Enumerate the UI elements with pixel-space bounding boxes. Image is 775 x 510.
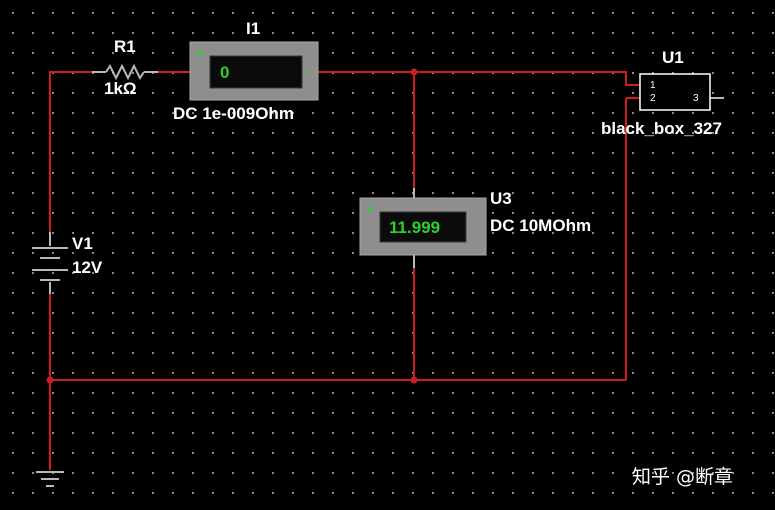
watermark-text: 知乎 @断章 (632, 466, 734, 488)
black-box-body (639, 73, 711, 111)
black-box-name: U1 (662, 48, 684, 67)
resistor-symbol (105, 63, 145, 81)
voltmeter-spec: DC 10MOhm (490, 216, 591, 235)
voltmeter-terminal-minus: - (366, 235, 370, 250)
ammeter-name: I1 (246, 19, 260, 38)
black-box-part: black_box_327 (601, 119, 722, 138)
ammeter-terminal-minus: - (305, 64, 309, 79)
battery-v1[interactable]: V1 12V (32, 232, 103, 294)
black-box-pin-2: 2 (650, 93, 656, 104)
ammeter-display (209, 55, 303, 89)
battery-value: 12V (72, 258, 103, 277)
voltmeter-u3[interactable]: 11.999 + - U3 DC 10MOhm (359, 188, 591, 268)
junctions (46, 68, 418, 384)
black-box-pin-3: 3 (693, 93, 699, 104)
voltmeter-reading: 11.999 (389, 218, 440, 237)
battery-name: V1 (72, 234, 93, 253)
black-box-pin-1: 1 (650, 80, 656, 91)
ammeter-i1[interactable]: 0 + - I1 DC 1e-009Ohm (173, 19, 319, 123)
ammeter-spec: DC 1e-009Ohm (173, 104, 294, 123)
resistor-r1[interactable]: R1 1kΩ (92, 37, 158, 98)
wire-top-left[interactable] (49, 71, 92, 232)
ammeter-terminal-plus: + (197, 45, 205, 60)
resistor-value: 1kΩ (104, 79, 137, 98)
ground-symbol[interactable] (36, 471, 64, 487)
junction-node-bottom-mid (410, 376, 418, 384)
black-box-u1[interactable]: 1 2 3 U1 black_box_327 (601, 48, 724, 138)
voltmeter-display (379, 211, 467, 243)
wire-node-to-blackbox[interactable] (414, 71, 640, 86)
voltmeter-name: U3 (490, 189, 512, 208)
junction-node-top (410, 68, 418, 76)
junction-node-bottom-left (46, 376, 54, 384)
ammeter-reading: 0 (220, 63, 229, 82)
voltmeter-terminal-plus: + (366, 201, 374, 216)
resistor-name: R1 (114, 37, 136, 56)
wires (49, 71, 640, 470)
